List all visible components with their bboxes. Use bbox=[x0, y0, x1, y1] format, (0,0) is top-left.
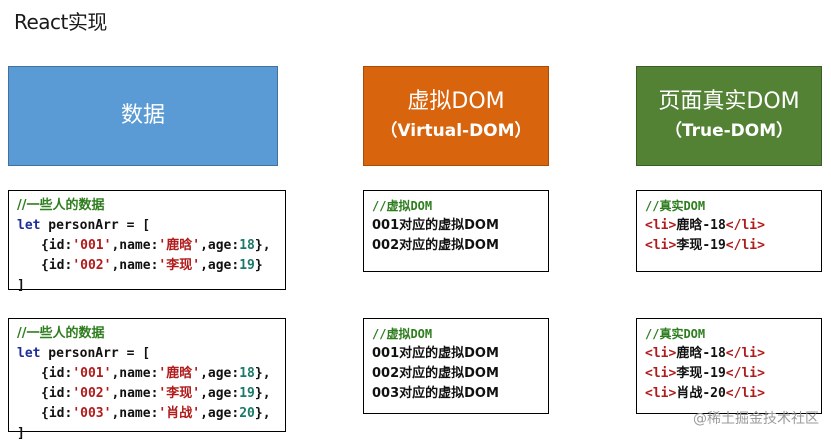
row1-data-line: {id:'002',name:'李现',age:19} bbox=[41, 258, 263, 273]
row1-true-dom-item: <li>李现-19</li> bbox=[645, 238, 765, 253]
row1-data-line: let personArr = [ bbox=[17, 218, 151, 233]
row2-data-box: //一些人的数据 let personArr = [ {id:'001',nam… bbox=[8, 318, 286, 441]
data-header-label: 数据 bbox=[120, 103, 165, 128]
watermark: @稀土掘金技术社区 bbox=[693, 411, 819, 427]
row2-data-line: {id:'003',name:'肖战',age:20}, bbox=[41, 406, 271, 421]
row1-data-line: {id:'001',name:'鹿晗',age:18}, bbox=[41, 238, 271, 253]
row2-virtual-box: //虚拟DOM 001对应的虚拟DOM 002对应的虚拟DOM 003对应的虚拟… bbox=[363, 318, 549, 414]
row1-virtual-box: //虚拟DOM 001对应的虚拟DOM 002对应的虚拟DOM bbox=[363, 190, 549, 272]
row1-data-comment: //一些人的数据 bbox=[17, 198, 105, 213]
row1-true-dom-comment: //真实DOM bbox=[645, 199, 706, 213]
row1-true-dom-item: <li>鹿晗-18</li> bbox=[645, 218, 765, 233]
virtual-dom-header-box: 虚拟DOM （Virtual-DOM） bbox=[363, 66, 549, 166]
virtual-dom-header-label: 虚拟DOM bbox=[407, 89, 505, 114]
row2-true-dom-item: <li>鹿晗-18</li> bbox=[645, 346, 765, 361]
row2-data-line: {id:'001',name:'鹿晗',age:18}, bbox=[41, 366, 271, 381]
slide-title: React实现 bbox=[14, 10, 107, 34]
row2-true-dom-box: //真实DOM <li>鹿晗-18</li> <li>李现-19</li> <l… bbox=[636, 318, 822, 414]
row2-data-close: ] bbox=[17, 426, 25, 441]
row1-true-dom-box: //真实DOM <li>鹿晗-18</li> <li>李现-19</li> bbox=[636, 190, 822, 272]
row1-virtual-item: 002对应的虚拟DOM bbox=[372, 238, 499, 253]
data-header-box: 数据 bbox=[8, 66, 278, 166]
row2-true-dom-item: <li>肖战-20</li> bbox=[645, 386, 765, 401]
virtual-dom-header-sublabel: （Virtual-DOM） bbox=[380, 121, 532, 141]
row2-virtual-item: 002对应的虚拟DOM bbox=[372, 366, 499, 381]
row2-data-line: let personArr = [ bbox=[17, 346, 151, 361]
row1-virtual-comment: //虚拟DOM bbox=[372, 199, 433, 213]
row2-data-line: {id:'002',name:'李现',age:19}, bbox=[41, 386, 271, 401]
row1-data-close: ] bbox=[17, 278, 25, 293]
true-dom-header-box: 页面真实DOM （True-DOM） bbox=[636, 66, 822, 166]
row2-true-dom-item: <li>李现-19</li> bbox=[645, 366, 765, 381]
row2-virtual-item: 003对应的虚拟DOM bbox=[372, 386, 499, 401]
row2-true-dom-comment: //真实DOM bbox=[645, 327, 706, 341]
true-dom-header-label: 页面真实DOM bbox=[658, 89, 800, 114]
row2-virtual-item: 001对应的虚拟DOM bbox=[372, 346, 499, 361]
row1-data-box: //一些人的数据 let personArr = [ {id:'001',nam… bbox=[8, 190, 286, 293]
row1-virtual-item: 001对应的虚拟DOM bbox=[372, 218, 499, 233]
row2-virtual-comment: //虚拟DOM bbox=[372, 327, 433, 341]
true-dom-header-sublabel: （True-DOM） bbox=[664, 121, 794, 141]
row2-data-comment: //一些人的数据 bbox=[17, 326, 105, 341]
